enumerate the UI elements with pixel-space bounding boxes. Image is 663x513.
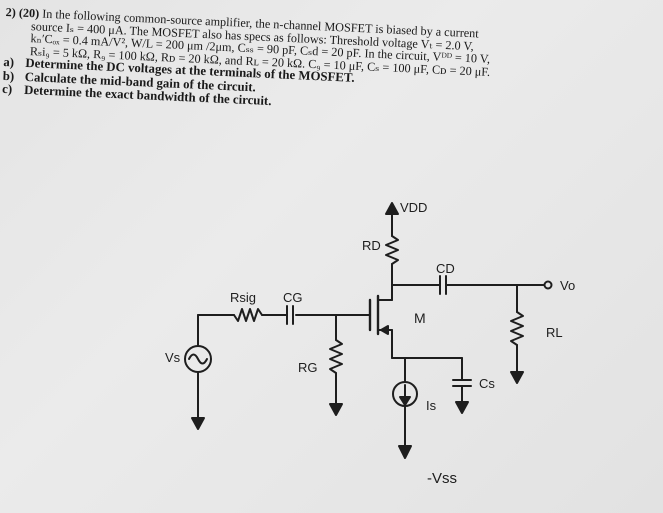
rl-resistor xyxy=(510,311,524,346)
vs-label: Vs xyxy=(165,350,181,365)
rd-label: RD xyxy=(362,238,381,253)
rl-label: RL xyxy=(546,325,563,340)
mosfet-m xyxy=(368,284,393,359)
rd-resistor xyxy=(385,235,399,265)
vdd-label: VDD xyxy=(400,200,427,215)
cs-capacitor xyxy=(452,357,472,409)
rg-ground-arrow xyxy=(329,403,343,416)
mosfet-label: M xyxy=(414,310,426,326)
cs-ground-arrow xyxy=(455,401,469,414)
vo-label: Vo xyxy=(560,278,575,293)
vss-arrow xyxy=(398,445,412,459)
rsig-label: Rsig xyxy=(230,290,256,305)
rsig-resistor xyxy=(233,308,263,322)
rl-ground-arrow xyxy=(510,371,524,384)
vs-sine-icon xyxy=(188,353,208,365)
cg-label: CG xyxy=(283,290,303,305)
vo-terminal xyxy=(543,280,553,290)
rg-label: RG xyxy=(298,360,318,375)
vdd-terminal xyxy=(385,202,399,237)
vs-ground-arrow xyxy=(191,417,205,430)
is-label: Is xyxy=(426,398,437,413)
vss-label: -Vss xyxy=(427,470,457,487)
rg-resistor xyxy=(329,339,343,374)
is-arrow-icon xyxy=(399,396,411,406)
cs-label: Cs xyxy=(479,376,495,391)
cd-label: CD xyxy=(436,261,455,276)
